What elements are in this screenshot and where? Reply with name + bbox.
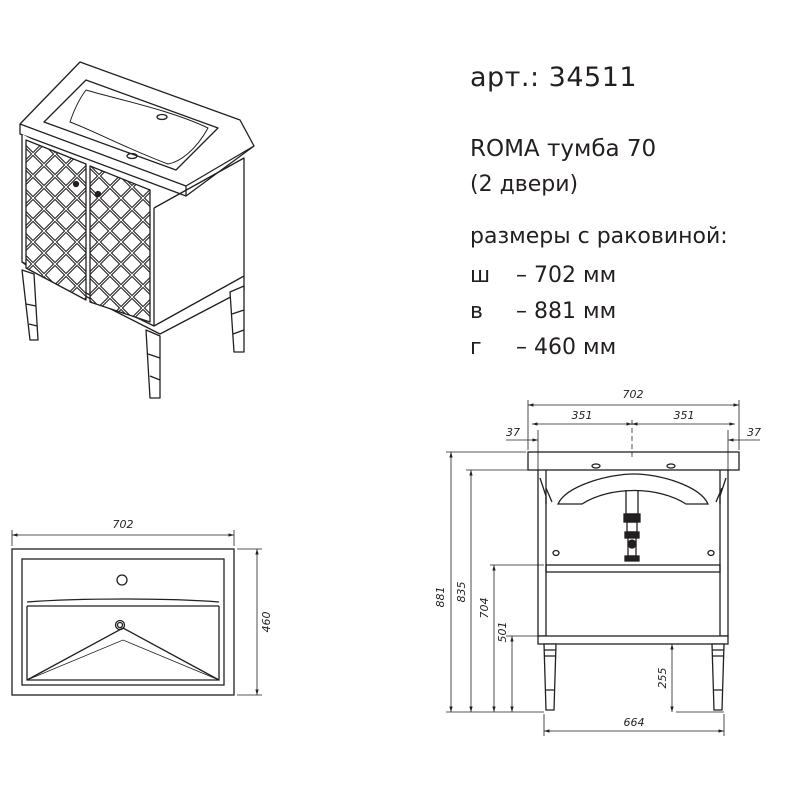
dim-height-total: 881	[434, 587, 447, 608]
dim-total-width: 702	[623, 388, 644, 401]
top-view	[11, 530, 262, 696]
perspective-view	[19, 61, 255, 399]
product-name: ROMA тумба 70	[470, 136, 657, 162]
dim-key: ш	[470, 263, 491, 288]
dim-half-right: 351	[674, 409, 695, 422]
top-width-label: 702	[113, 518, 134, 531]
dim-row-depth: г – 460 мм	[470, 335, 616, 360]
dim-height-mid: 501	[496, 622, 509, 643]
dim-base-width: 664	[624, 716, 645, 729]
dim-offset-left: 37	[506, 426, 520, 439]
dim-height-body: 835	[455, 582, 468, 603]
front-view	[446, 400, 760, 736]
dim-value: – 881 мм	[516, 299, 617, 324]
dim-half-left: 351	[572, 409, 593, 422]
dim-row-width: ш – 702 мм	[470, 263, 616, 288]
dim-value: – 460 мм	[516, 335, 617, 360]
article-number: арт.: 34511	[470, 62, 638, 93]
dim-height-shelf: 704	[478, 598, 491, 619]
dim-offset-right: 37	[747, 426, 761, 439]
dim-height-leg: 255	[656, 668, 669, 689]
dim-value: – 702 мм	[516, 263, 617, 288]
door-count: (2 двери)	[470, 172, 579, 197]
top-depth-label: 460	[260, 612, 273, 633]
dim-row-height: в – 881 мм	[470, 299, 616, 324]
sizes-title: размеры с раковиной:	[470, 224, 728, 249]
dim-key: г	[470, 335, 482, 360]
dim-key: в	[470, 299, 483, 324]
